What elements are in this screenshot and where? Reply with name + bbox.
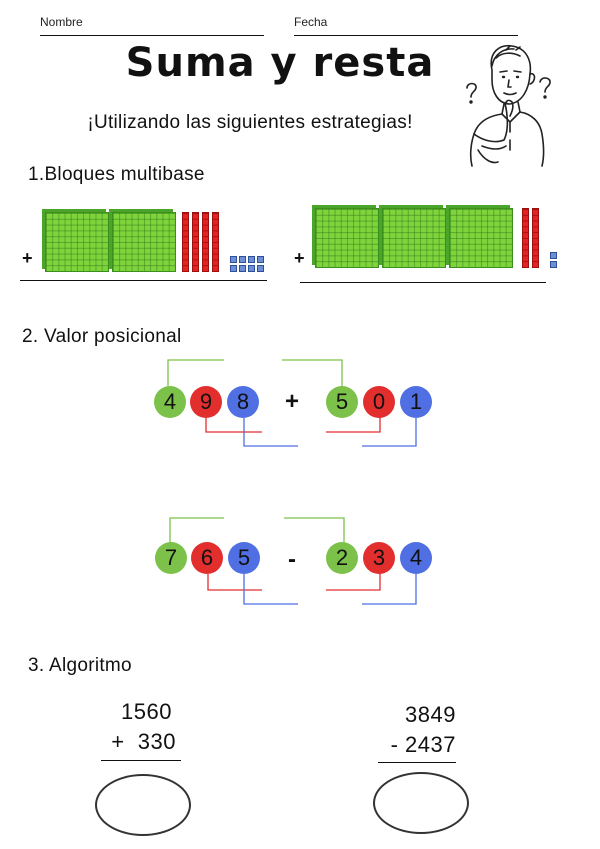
hundred-flat — [382, 208, 446, 268]
subtraction-top-number: 3849 — [405, 702, 456, 727]
blocks-left-rule — [20, 280, 267, 281]
date-line[interactable] — [294, 35, 518, 36]
hundred-flat — [45, 212, 109, 272]
digit-tens: 0 — [363, 386, 395, 418]
digit-hundreds: 5 — [326, 386, 358, 418]
unit-cube — [230, 256, 237, 263]
page-subtitle: ¡Utilizando las siguientes estrategias! — [87, 112, 413, 133]
hundred-flat — [315, 208, 379, 268]
digit-ones: 1 — [400, 386, 432, 418]
digit-hundreds: 2 — [326, 542, 358, 574]
page-title: Suma y resta — [125, 40, 435, 86]
subtraction-operator: - — [288, 546, 296, 573]
ten-rod — [202, 212, 209, 272]
name-line[interactable] — [40, 35, 264, 36]
subtraction-result-rule — [378, 762, 456, 763]
section-algorithm-label: 3. Algoritmo — [28, 655, 132, 676]
ten-rod — [532, 208, 539, 268]
unit-cube — [550, 261, 557, 268]
digit-tens: 9 — [190, 386, 222, 418]
unit-cubes — [230, 256, 264, 272]
name-label: Nombre — [40, 15, 83, 29]
subtraction-bottom-number: - 2437 — [390, 732, 456, 757]
blocks-left-group — [45, 212, 264, 272]
digit-ones: 4 — [400, 542, 432, 574]
ten-rod — [192, 212, 199, 272]
hundred-flat — [112, 212, 176, 272]
digit-ones: 8 — [227, 386, 259, 418]
date-label: Fecha — [294, 15, 328, 29]
section-blocks-label: 1.Bloques multibase — [28, 164, 205, 185]
digit-hundreds: 7 — [155, 542, 187, 574]
addition-result-rule — [101, 760, 181, 761]
ten-rod — [212, 212, 219, 272]
addition-bottom-number: + 330 — [111, 729, 176, 754]
unit-cube — [248, 265, 255, 272]
unit-cube — [550, 252, 557, 259]
digit-hundreds: 4 — [154, 386, 186, 418]
unit-cube — [230, 265, 237, 272]
addition-top-number: 1560 — [121, 699, 172, 724]
unit-cubes — [550, 252, 557, 268]
ten-rod — [522, 208, 529, 268]
blocks-plus-sign: + — [22, 248, 33, 268]
addition-answer-oval[interactable] — [95, 774, 191, 836]
subtraction-answer-oval[interactable] — [373, 772, 469, 834]
ten-rod — [182, 212, 189, 272]
blocks-right-rule — [300, 282, 546, 283]
blocks-right-group — [315, 208, 557, 268]
unit-cube — [239, 256, 246, 263]
digit-ones: 5 — [228, 542, 260, 574]
hundred-flat — [449, 208, 513, 268]
unit-cube — [239, 265, 246, 272]
digit-tens: 6 — [191, 542, 223, 574]
section-place-value-label: 2. Valor posicional — [22, 326, 182, 347]
blocks-plus-sign-right: + — [294, 248, 305, 268]
unit-cube — [248, 256, 255, 263]
digit-tens: 3 — [363, 542, 395, 574]
unit-cube — [257, 256, 264, 263]
unit-cube — [257, 265, 264, 272]
addition-operator: + — [285, 388, 300, 415]
